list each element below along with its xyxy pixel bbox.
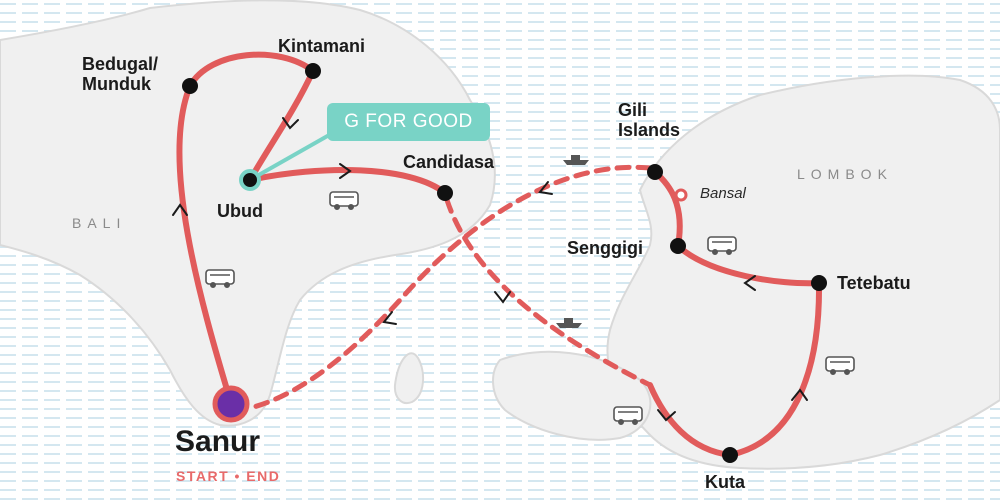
stop-label-ubud: Ubud	[217, 201, 263, 221]
route-senggigi-tetebatu	[675, 243, 822, 287]
g-for-good-badge: G FOR GOOD	[327, 103, 490, 141]
bus-icon	[707, 236, 737, 256]
stop-label-tetebatu: Tetebatu	[837, 273, 911, 293]
route-bedugul-kintamani	[187, 51, 316, 89]
direction-arrow-icon	[657, 409, 676, 422]
stop-marker-bedugul	[182, 78, 198, 94]
direction-arrow-icon	[382, 311, 397, 325]
badge-connector	[249, 128, 339, 182]
region-label-lombok: LOMBOK	[797, 166, 893, 182]
boat-icon	[556, 318, 582, 328]
route-sanur-bedugul	[176, 83, 234, 406]
stop-markers	[182, 63, 827, 463]
direction-arrow-icon	[172, 203, 188, 216]
stop-label-gili: Gili Islands	[618, 100, 681, 141]
bus-icon	[825, 356, 855, 376]
region-label-bali: BALI	[72, 215, 127, 231]
direction-arrow-icon	[791, 388, 808, 401]
stop-label-kintamani: Kintamani	[278, 36, 366, 56]
direction-arrow-icon	[538, 181, 553, 195]
direction-arrow-icon	[743, 275, 756, 291]
origin-subtitle: START • END	[176, 468, 281, 484]
origin-marker-sanur	[212, 385, 250, 423]
stop-marker-kintamani	[305, 63, 321, 79]
boat-icons	[556, 155, 589, 328]
ferry-candidasa-lombok	[444, 197, 653, 388]
stop-marker-senggigi	[670, 238, 686, 254]
bus-icon	[205, 269, 235, 289]
bus-icon	[613, 406, 643, 426]
boat-icon	[563, 155, 589, 165]
stop-label-senggigi: Senggigi	[567, 238, 643, 258]
stop-label-bedugul: Bedugal/ Munduk	[82, 54, 159, 95]
origin-label-sanur: Sanur	[175, 425, 261, 458]
direction-arrow-icon	[494, 291, 511, 304]
stop-marker-tetebatu	[811, 275, 827, 291]
direction-arrow-icon	[282, 117, 299, 130]
lombok-landmass	[606, 74, 1000, 470]
stop-marker-kuta	[722, 447, 738, 463]
bus-icon	[329, 191, 359, 211]
direction-arrow-icon	[339, 163, 352, 179]
stop-label-candidasa: Candidasa	[403, 152, 495, 172]
ferry-gili-sanur	[247, 164, 653, 411]
route-kuta-boatlanding	[647, 382, 733, 458]
lombok-south-lobe	[492, 350, 652, 441]
stop-marker-gili	[647, 164, 663, 180]
bus-icons	[205, 191, 855, 426]
stop-marker-candidasa	[437, 185, 453, 201]
stop-label-bansal: Bansal	[700, 185, 746, 202]
stop-marker-ubud	[239, 169, 261, 191]
route-kintamani-ubud	[247, 68, 316, 183]
islet	[393, 352, 425, 404]
stop-label-kuta: Kuta	[705, 472, 745, 492]
route-ubud-candidasa	[247, 167, 448, 196]
stop-marker-bansal	[674, 188, 688, 202]
direction-arrow-icons	[172, 117, 808, 422]
